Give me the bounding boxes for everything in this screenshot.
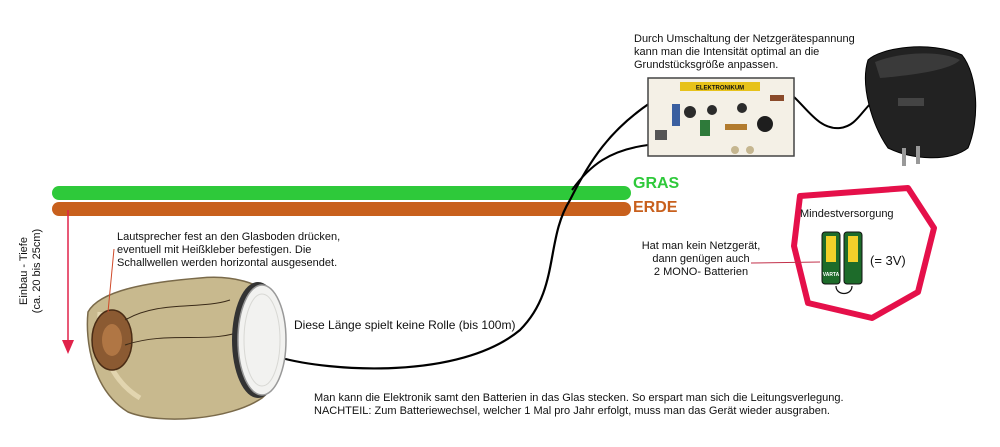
speaker-note: Lautsprecher fest an den Glasboden drück…	[117, 231, 341, 269]
minimum-supply-label: Mindestversorgung	[800, 208, 894, 220]
depth-arrow	[62, 210, 74, 354]
psu-note: Durch Umschaltung der Netzgerätespannung…	[634, 33, 855, 71]
power-adapter	[864, 46, 977, 166]
minimum-supply-callout	[791, 185, 937, 321]
depth-label: Einbau - Tiefe (ca. 20 bis 25cm)	[18, 228, 43, 314]
speaker-cable	[277, 102, 651, 370]
battery-note: Hat man kein Netzgerät, dann genügen auc…	[641, 240, 761, 278]
battery-brand-text: VARTA	[823, 272, 840, 278]
bottom-note-line-2: NACHTEIL: Zum Batteriewechsel, welcher 1…	[314, 405, 830, 417]
power-cable	[793, 94, 881, 130]
battery-icon: VARTA	[750, 231, 863, 295]
pcb-brand-text: ELEKTRONIKUM	[696, 86, 744, 92]
voltage-label: (= 3V)	[870, 253, 906, 268]
circuit-board: ELEKTRONIKUM	[647, 77, 795, 157]
bottom-note-line-1: Man kann die Elektronik samt den Batteri…	[314, 392, 844, 404]
grass-label: GRAS	[633, 175, 680, 192]
soil-label: ERDE	[633, 199, 678, 216]
speaker-cable-2	[571, 144, 649, 191]
cable-length-note: Diese Länge spielt keine Rolle (bis 100m…	[294, 318, 516, 332]
speaker-leader-line	[107, 248, 115, 313]
glass-jar	[86, 276, 287, 420]
